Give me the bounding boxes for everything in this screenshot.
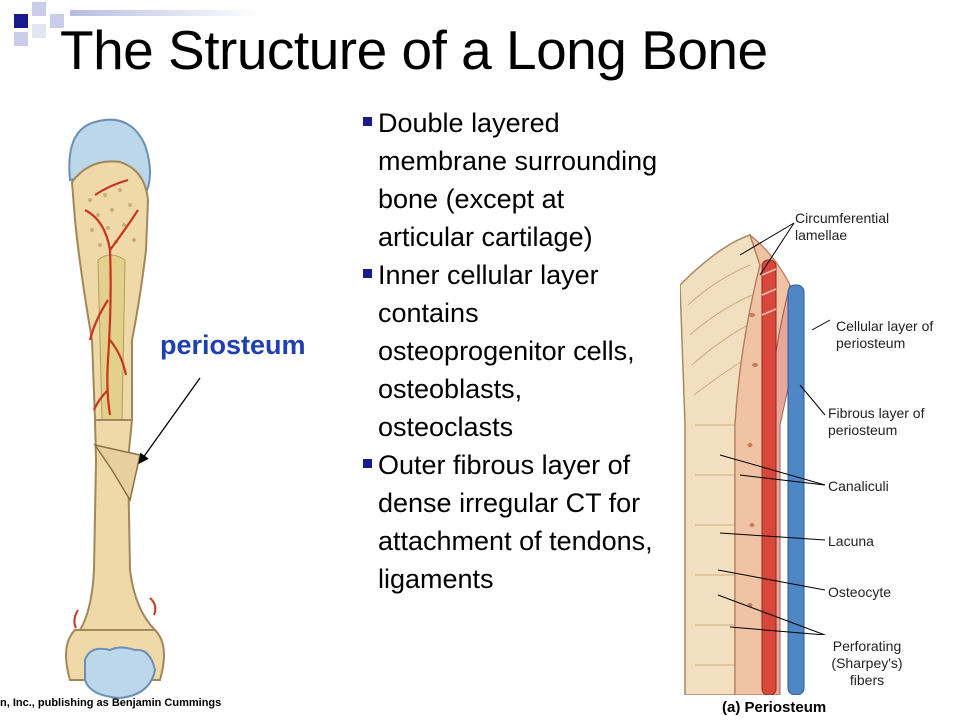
periosteum-detail-illustration (680, 233, 805, 695)
callout-circumferential-lamellae: Circumferential lamellae (795, 210, 890, 243)
periosteum-flap (93, 443, 141, 502)
callout-leaders (717, 222, 831, 635)
periosteum-label: periosteum (160, 330, 306, 360)
corner-decoration (0, 0, 260, 60)
periosteum-pointer (138, 377, 201, 465)
articular-cartilage-bottom (84, 646, 157, 700)
bullet-item: Outer fibrous layer of dense irregular C… (362, 446, 662, 598)
bullet-list: Double layered membrane surrounding bone… (362, 104, 662, 598)
medullary-cavity (97, 254, 126, 421)
figure-caption: (a) Periosteum (722, 699, 827, 716)
long-bone-illustration (65, 118, 165, 700)
callout-fibrous-layer: Fibrous layer of periosteum (828, 405, 925, 438)
bullet-item: Inner cellular layer contains osteoproge… (362, 256, 662, 446)
callout-osteocyte: Osteocyte (828, 584, 892, 600)
copyright-notice: n, Inc., publishing as Benjamin Cummings (0, 697, 222, 709)
callout-canaliculi: Canaliculi (828, 478, 889, 494)
slide-title: The Structure of a Long Bone (60, 19, 768, 81)
bullet-item: Double layered membrane surrounding bone… (362, 104, 662, 256)
callout-perforating-fibers: Perforating (Sharpey's) fibers (831, 638, 903, 688)
callout-cellular-layer: Cellular layer of periosteum (836, 318, 934, 351)
callout-lacuna: Lacuna (828, 533, 874, 549)
vein (787, 284, 805, 695)
